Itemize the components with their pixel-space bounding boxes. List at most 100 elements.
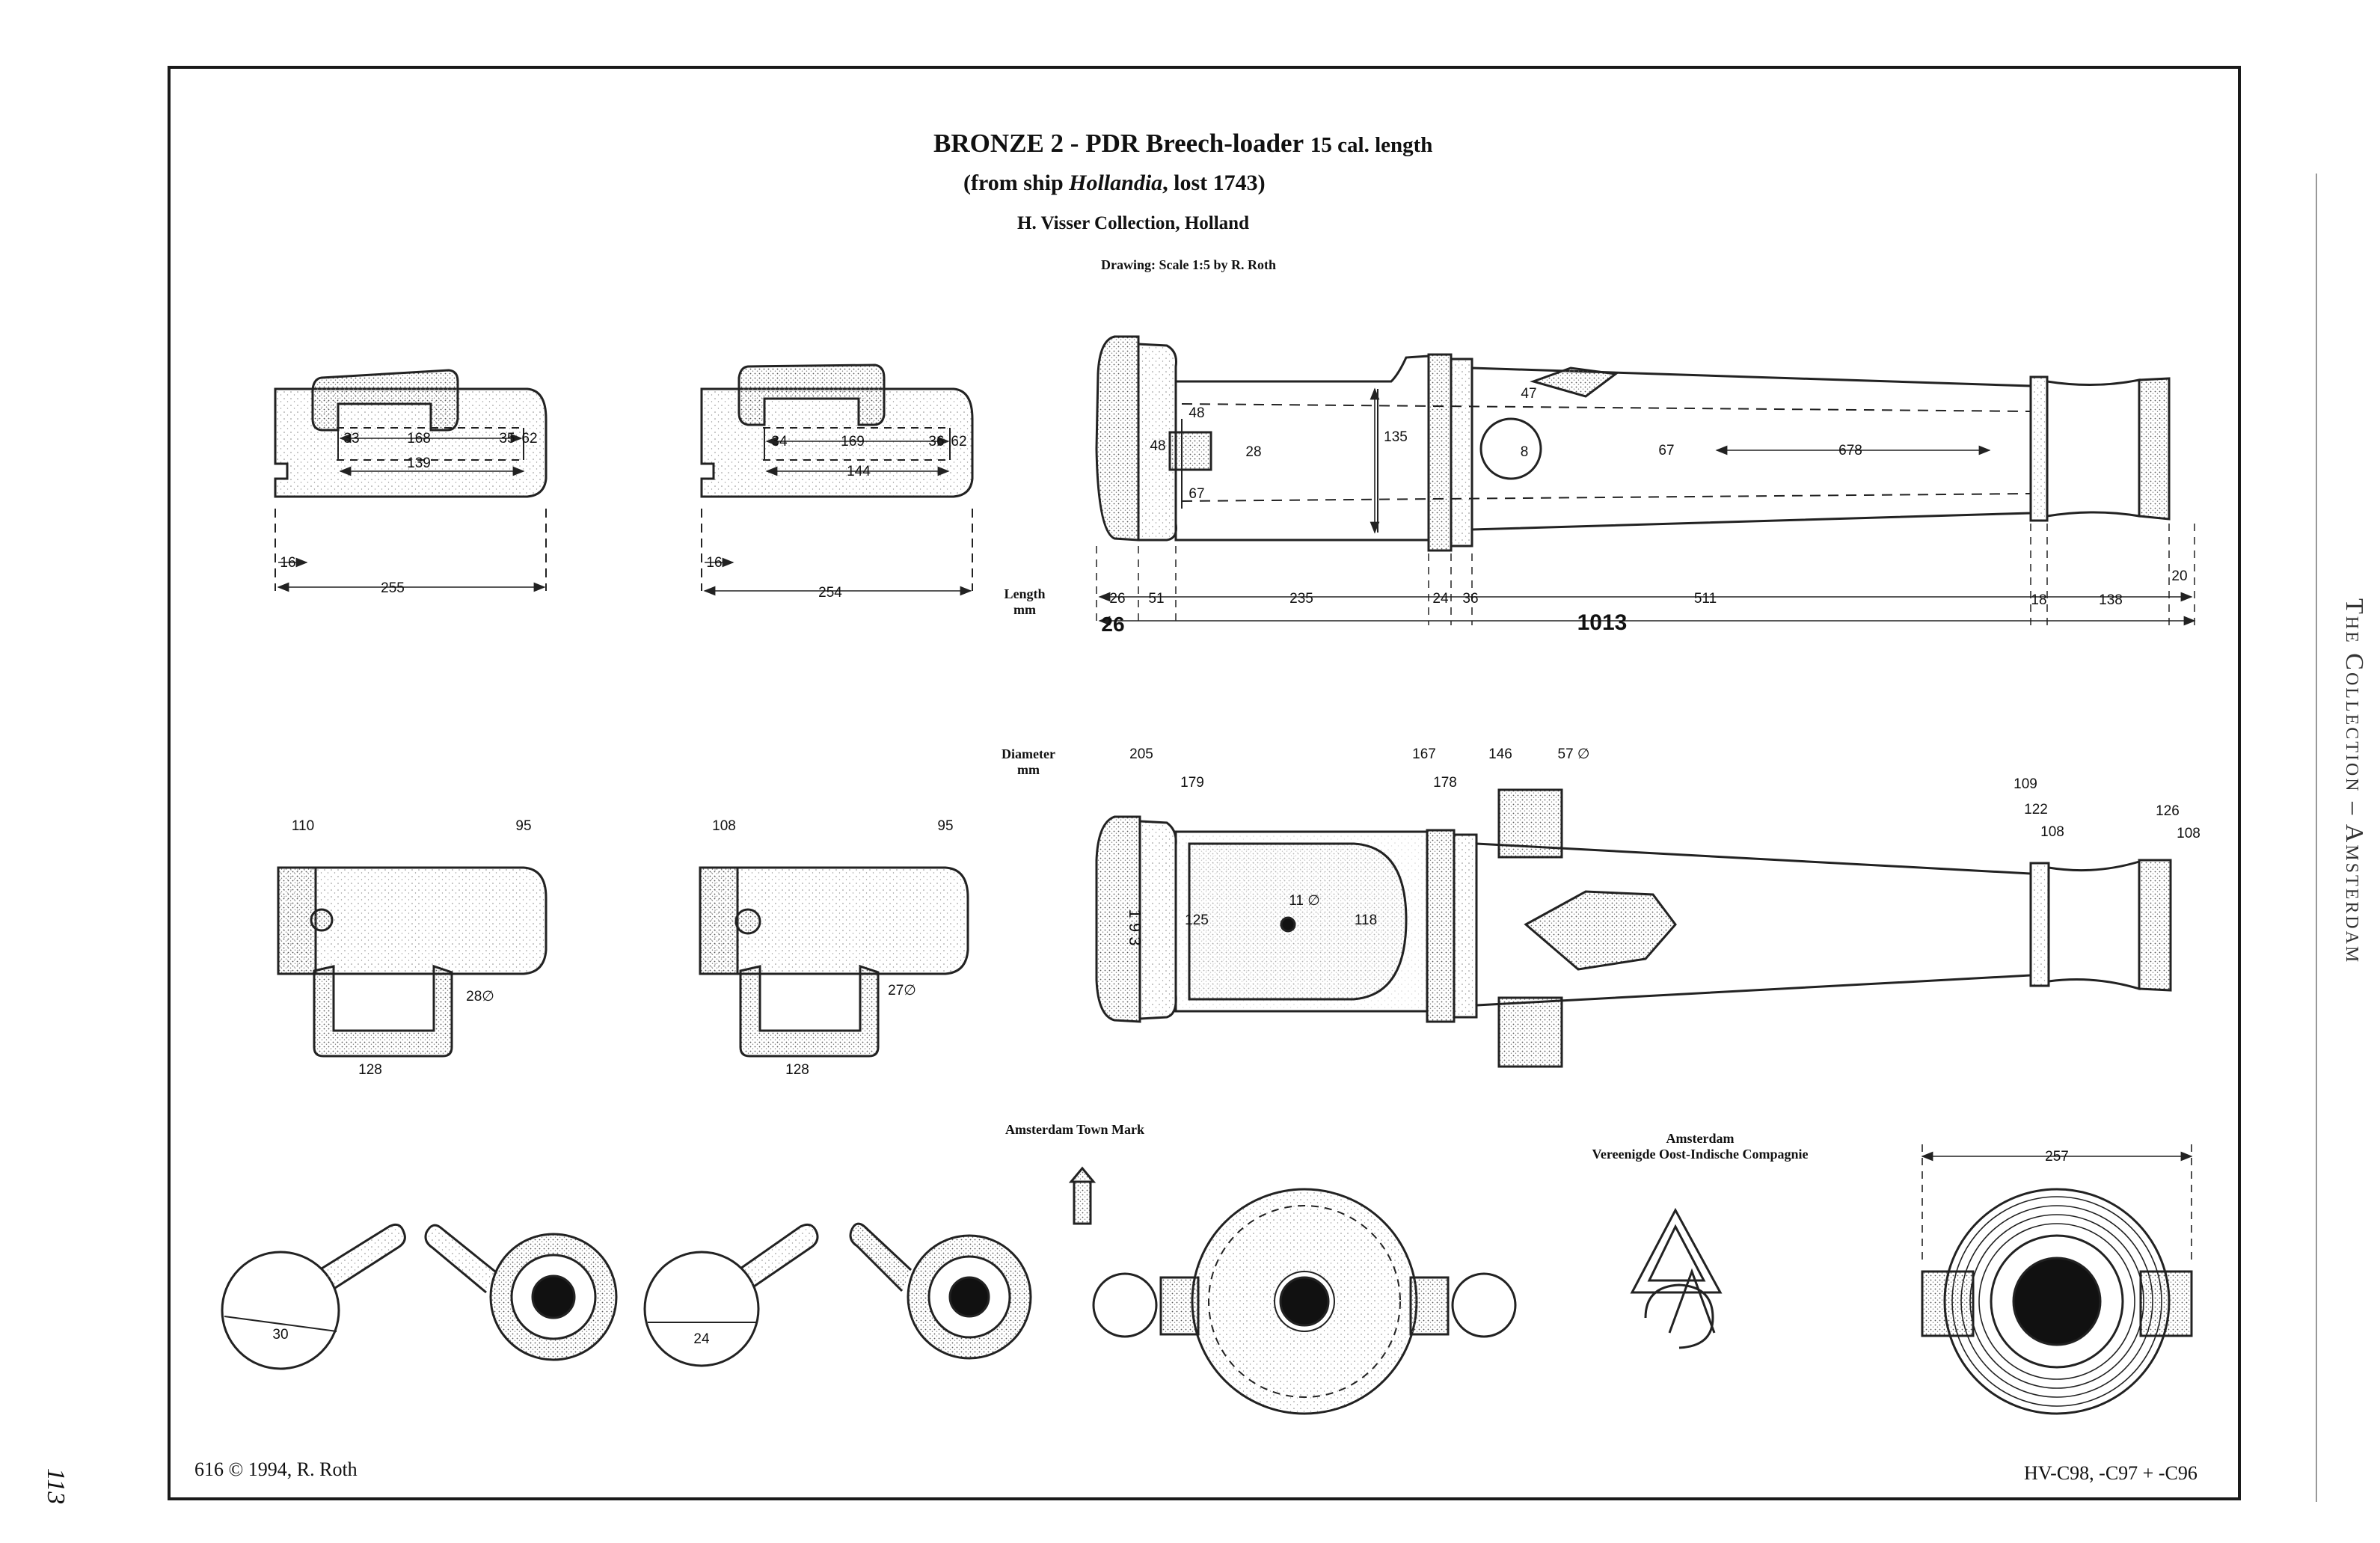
chamber-1-rear-view (221, 1223, 406, 1370)
dim-text: 108 (2040, 824, 2064, 840)
dim-text: 126 (2156, 803, 2180, 819)
voc-label-line1: Amsterdam (1666, 1131, 1735, 1146)
dim-text: 108 (712, 818, 736, 834)
dim-text: 95 (937, 818, 953, 834)
dim-text: 20 (2171, 568, 2187, 584)
dim-text: 169 (841, 434, 865, 450)
dim-text: 125 (1185, 912, 1209, 928)
dim-text: 110 (292, 818, 314, 834)
diameter-label-line1: Diameter (1002, 746, 1055, 761)
serial-number: 1 9 3 (1126, 909, 1144, 946)
dim-text: 128 (785, 1062, 809, 1078)
dim-text: 26 (1101, 613, 1124, 636)
dim-text: 95 (515, 818, 531, 834)
length-extension-lines (1096, 524, 2195, 625)
drawing-title: BRONZE 2 - PDR Breech-loader 15 cal. len… (933, 129, 1432, 159)
title-main: BRONZE 2 - PDR Breech-loader (933, 129, 1304, 158)
dim-text: 678 (1838, 443, 1862, 458)
dim-text: 144 (847, 464, 871, 479)
dim-text: 109 (2014, 776, 2037, 792)
dim-text: 51 (1148, 591, 1164, 607)
diameter-label-line2: mm (1017, 762, 1040, 777)
dim-text: 62 (951, 434, 966, 450)
dim-text: 30 (272, 1327, 288, 1343)
dim-text: 168 (407, 431, 431, 447)
footer-copyright: 616 © 1994, R. Roth (194, 1458, 358, 1480)
dim-text: 27∅ (888, 983, 916, 998)
dim-text: 139 (407, 455, 431, 471)
dim-text: 178 (1433, 775, 1457, 791)
dim-text: 11 ∅ (1289, 893, 1320, 909)
dim-text: 67 (1658, 443, 1674, 458)
dim-text: 28 (1245, 444, 1261, 460)
dim-text: 179 (1180, 775, 1204, 791)
dim-text: 205 (1129, 746, 1153, 762)
dim-text: 138 (2099, 592, 2123, 608)
origin-suffix: , lost 1743) (1162, 171, 1266, 195)
town-mark-label: Amsterdam Town Mark (1005, 1122, 1145, 1137)
dim-text: 34 (771, 434, 788, 450)
dim-text: 8 (1521, 444, 1529, 460)
ship-name: Hollandia (1069, 171, 1163, 195)
dim-text: 257 (2045, 1149, 2069, 1165)
dim-text: 108 (2177, 826, 2200, 841)
length-label-line1: Length (1004, 586, 1046, 601)
origin-prefix: (from ship (963, 171, 1070, 195)
dim-text: 33 (343, 431, 359, 447)
dim-text: 62 (521, 431, 537, 447)
drawing-subtitle: (from ship Hollandia, lost 1743) (963, 171, 1266, 196)
voc-monogram (1630, 1207, 1723, 1349)
chamber-2-top-view (699, 866, 969, 1058)
dim-text: 28∅ (466, 989, 494, 1004)
barrel-side-view (1095, 335, 2171, 552)
dim-text: 18 (2031, 592, 2046, 608)
dim-text: 235 (1289, 591, 1313, 607)
barrel-muzzle-view (1921, 1144, 2193, 1415)
barrel-top-view (1095, 788, 2172, 1068)
chamber-2-rear-view (643, 1223, 819, 1367)
dim-text: 57 ∅ (1558, 746, 1590, 762)
dim-text: 36 (1462, 591, 1478, 607)
chamber-2-side-view (700, 363, 974, 591)
dim-text: 67 (1189, 486, 1204, 502)
dim-text: 254 (818, 585, 842, 601)
dim-text: 511 (1694, 591, 1717, 607)
town-mark-emblem (1068, 1166, 1097, 1225)
dim-text: 255 (381, 580, 405, 596)
dim-text: 118 (1355, 912, 1377, 928)
collection-line: H. Visser Collection, Holland (1017, 213, 1249, 233)
dim-text: 146 (1488, 746, 1512, 762)
dim-text: 167 (1412, 746, 1436, 762)
chamber-1-side-view (274, 369, 548, 591)
sidebar-rule (2316, 174, 2317, 1502)
dim-text: 26 (1109, 591, 1125, 607)
dimension-labels: 33 168 35 62 139 16 255 110 95 28∅ 128 3… (272, 386, 2200, 1347)
voc-label-line2: Vereenigde Oost-Indische Compagnie (1592, 1147, 1809, 1162)
drawing-frame (168, 66, 2241, 1500)
dim-text: 122 (2024, 802, 2048, 817)
dim-text: 1013 (1577, 610, 1628, 635)
dim-text: 128 (358, 1062, 382, 1078)
dim-text: 48 (1189, 405, 1204, 421)
length-label-line2: mm (1013, 602, 1036, 617)
dim-text: 48 (1150, 438, 1165, 454)
dim-text: 36 (928, 434, 944, 450)
barrel-breech-view (1092, 1188, 1517, 1415)
dimension-lines (277, 387, 2196, 1162)
dim-text: 47 (1521, 386, 1536, 402)
dim-text: 24 (1432, 591, 1449, 607)
dim-text: 135 (1384, 429, 1408, 445)
scale-line: Drawing: Scale 1:5 by R. Roth (1101, 257, 1276, 272)
chamber-1-top-view (277, 866, 548, 1058)
dim-text: 16 (706, 555, 722, 571)
dim-text: 24 (693, 1331, 710, 1347)
chamber-1-front-view (424, 1224, 618, 1361)
chamber-2-front-view (849, 1222, 1032, 1360)
dim-text: 16 (280, 555, 295, 571)
dim-text: 35 (499, 431, 515, 447)
